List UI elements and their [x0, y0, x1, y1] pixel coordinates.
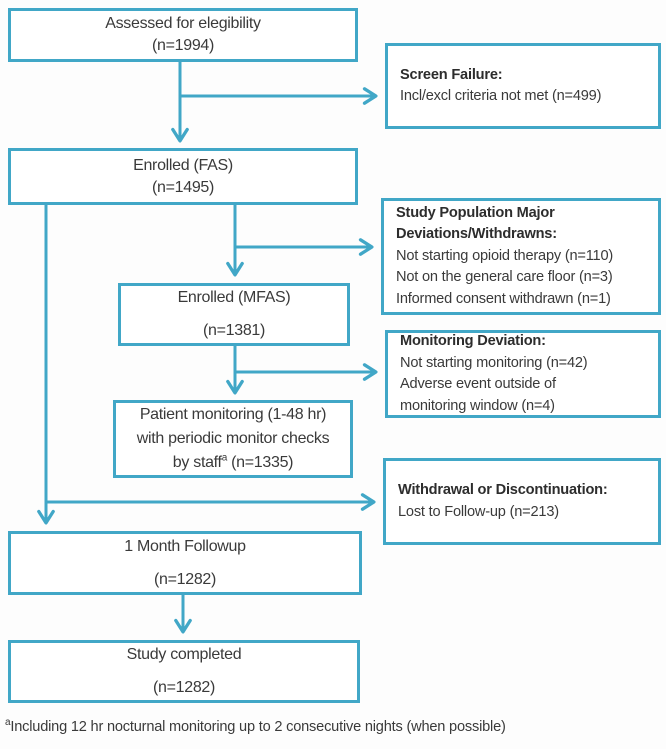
study-completed-label: Study completed: [126, 646, 242, 663]
one-month-count: (n=1282): [153, 570, 217, 588]
footnote-marker: a: [5, 717, 11, 729]
box-patient-monitoring: Patient monitoring (1-48 hr) with period…: [113, 400, 353, 478]
enrolled-mfas-count: (n=1381): [202, 322, 266, 339]
enrolled-mfas-label: Enrolled (MFAS): [177, 289, 291, 306]
study-population-line2: Not on the general care floor (n=3): [396, 269, 613, 286]
box-screen-failure: Screen Failure: Incl/excl criteria not m…: [385, 43, 661, 129]
box-study-completed: Study completed (n=1282): [8, 640, 360, 703]
assessed-count: (n=1994): [151, 37, 215, 54]
withdrawal-title: Withdrawal or Discontinuation:: [398, 482, 608, 498]
box-monitoring-deviation: Monitoring Deviation: Not starting monit…: [385, 330, 661, 418]
box-enrolled-mfas: Enrolled (MFAS) (n=1381): [118, 283, 350, 346]
box-one-month-followup: 1 Month Followup (n=1282): [8, 531, 362, 595]
study-population-title-line1: Study Population Major: [396, 204, 555, 221]
patient-monitoring-line1: Patient monitoring (1-48 hr): [139, 406, 327, 423]
monitoring-deviation-line2: Adverse event outside of: [400, 376, 556, 392]
withdrawal-line1: Lost to Follow-up (n=213): [398, 503, 559, 520]
monitoring-deviation-title: Monitoring Deviation:: [400, 333, 546, 349]
monitoring-deviation-line3: monitoring window (n=4): [400, 397, 555, 414]
enrolled-fas-label: Enrolled (FAS): [133, 156, 233, 174]
footnote-text: Including 12 hr nocturnal monitoring up …: [10, 719, 506, 735]
box-withdrawal-discontinuation: Withdrawal or Discontinuation: Lost to F…: [383, 458, 661, 545]
patient-monitoring-staff-text: by staff: [172, 454, 222, 471]
screen-failure-title: Screen Failure:: [400, 66, 503, 83]
monitoring-deviation-line1: Not starting monitoring (n=42): [400, 354, 588, 371]
box-study-population-deviations: Study Population Major Deviations/Withdr…: [381, 198, 661, 315]
study-population-line3: Informed consent withdrawn (n=1): [396, 290, 611, 307]
study-population-title-line2: Deviations/Withdrawns:: [396, 226, 557, 243]
screen-failure-line1: Incl/excl criteria not met (n=499): [400, 88, 602, 104]
study-population-line1: Not starting opioid therapy (n=110): [396, 247, 614, 264]
footnote-marker-superscript: a: [221, 452, 228, 464]
study-completed-count: (n=1282): [152, 679, 216, 696]
footnote: aIncluding 12 hr nocturnal monitoring up…: [5, 717, 506, 735]
box-assessed-for-eligibility: Assessed for elegibility (n=1994): [8, 8, 358, 62]
enrolled-fas-count: (n=1495): [151, 178, 215, 196]
patient-monitoring-line3: by staffa (n=1335): [172, 451, 294, 475]
assessed-label: Assessed for elegibility: [105, 15, 261, 32]
one-month-label: 1 Month Followup: [124, 537, 246, 555]
box-enrolled-fas: Enrolled (FAS) (n=1495): [8, 148, 358, 205]
patient-monitoring-count: (n=1335): [226, 454, 294, 471]
patient-monitoring-line2: with periodic monitor checks: [136, 430, 330, 447]
